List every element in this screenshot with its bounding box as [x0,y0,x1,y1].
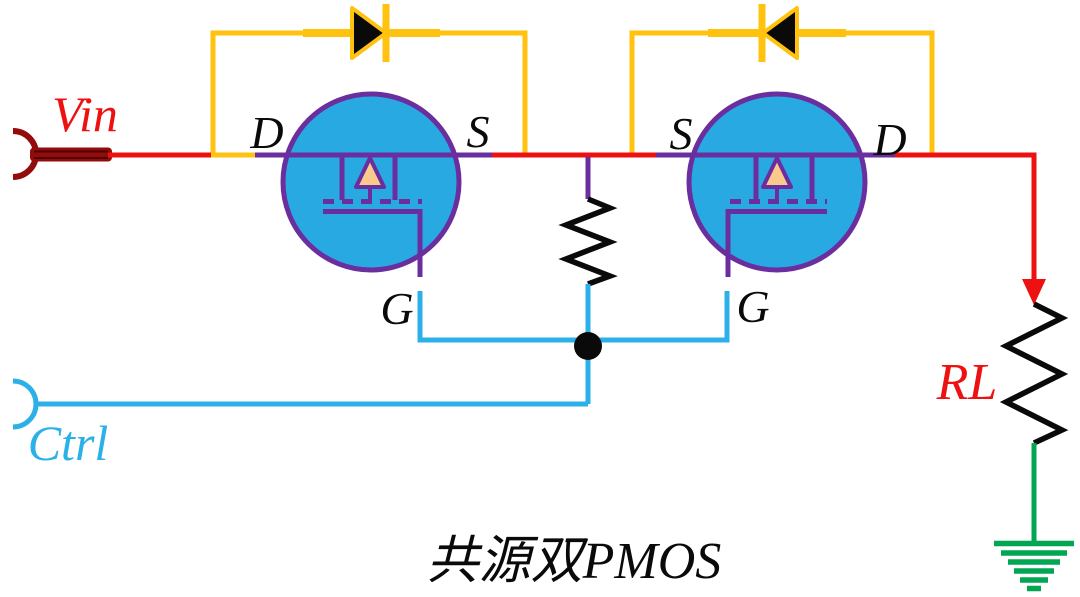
vin-connector [12,128,112,180]
ctrl-port-label: Ctrl [28,415,109,471]
pmos-left-source-label: S [467,106,490,157]
pmos-right [656,91,895,277]
body-diode-left [210,4,528,156]
load-label: RL [936,354,998,411]
pmos-left-drain-label: D [249,107,283,158]
current-arrow-icon [1022,279,1046,305]
pmos-right-source-label: S [670,108,693,159]
gate-junction-dot [574,332,602,360]
pmos-right-drain-label: D [872,114,906,165]
load-resistor [999,301,1069,446]
gate-resistor [558,157,618,404]
load-resistor-zigzag [999,301,1069,446]
vin-port-label: Vin [52,86,118,142]
gate-resistor-zigzag [558,196,618,287]
ground-icon [994,540,1074,592]
ctrl-connector-arc-icon [12,378,39,430]
output-wire [893,152,1037,282]
diagram-title: 共源双PMOS [427,533,722,590]
pmos-right-gate-line [725,209,827,277]
body-diode-right [629,4,935,156]
diode-right-triangle-icon [761,6,799,60]
vin-connector-bar [30,147,112,162]
pmos-left [255,91,492,277]
gate-bus-wire [417,291,730,343]
pmos-left-gate-label: G [380,283,413,334]
diode-left-triangle-icon [350,6,388,60]
pmos-right-gate-label: G [736,281,769,332]
pmos-left-gate-line [323,209,423,277]
